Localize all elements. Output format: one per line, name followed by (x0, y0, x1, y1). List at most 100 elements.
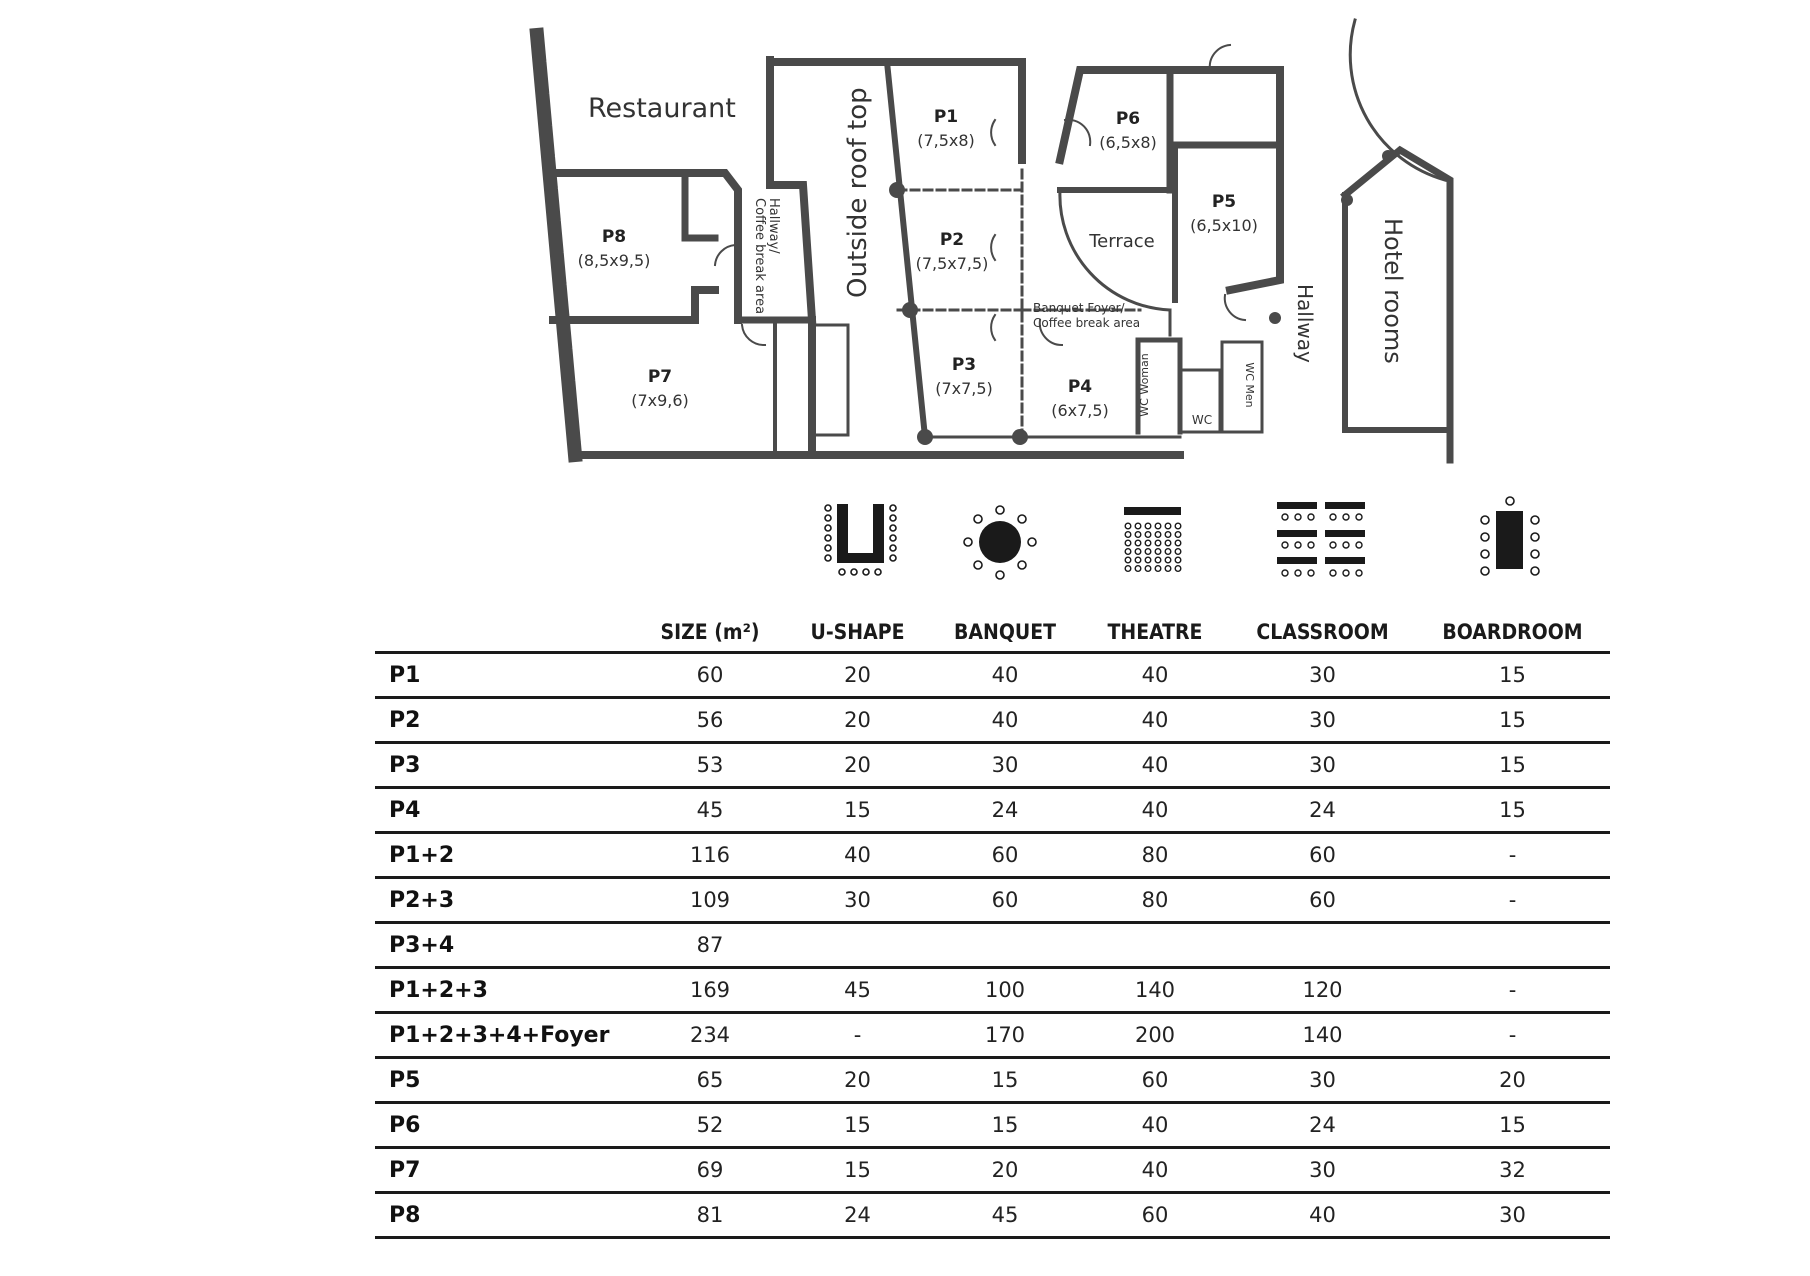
window-wall (529, 27, 583, 463)
header-boardroom: BOARDROOM (1415, 613, 1610, 654)
cell-classroom: 140 (1230, 1012, 1415, 1059)
row-room: P3 (375, 742, 635, 789)
row-room: P7 (375, 1147, 635, 1194)
cell-u-shape: - (785, 1012, 930, 1059)
room-p5-dims: (6,5x10) (1190, 216, 1258, 235)
table-row: P1 60 20 40 40 30 15 (375, 652, 1610, 699)
cell-boardroom: - (1415, 832, 1610, 879)
room-p4-name: P4 (1068, 377, 1092, 397)
cell-size: 45 (635, 787, 785, 834)
cell-size: 53 (635, 742, 785, 789)
room-p2-name: P2 (940, 230, 964, 250)
theatre-layout-icon (1124, 507, 1182, 573)
classroom-layout-icon (1277, 502, 1365, 577)
cell-boardroom: 30 (1415, 1192, 1610, 1239)
cell-classroom: 120 (1230, 967, 1415, 1014)
cell-boardroom: 15 (1415, 1102, 1610, 1149)
row-room: P2+3 (375, 877, 635, 924)
cell-boardroom (1415, 922, 1610, 969)
table-row: P3 53 20 30 40 30 15 (375, 742, 1610, 789)
foyer-label: Banquet Foyer/ Coffee break area (1033, 301, 1140, 330)
cell-classroom: 60 (1230, 832, 1415, 879)
row-room: P1+2+3 (375, 967, 635, 1014)
room-p6-dims: (6,5x8) (1099, 133, 1157, 152)
table-row: P6 52 15 15 40 24 15 (375, 1102, 1610, 1149)
room-p7-dims: (7x9,6) (631, 391, 689, 410)
header-room (375, 613, 635, 654)
cell-theatre: 40 (1080, 742, 1230, 789)
boardroom-layout-icon (1480, 496, 1540, 576)
cell-size: 65 (635, 1057, 785, 1104)
cell-u-shape: 30 (785, 877, 930, 924)
table-row: P2+3 109 30 60 80 60 - (375, 877, 1610, 924)
room-p6-name: P6 (1116, 109, 1140, 129)
room-p4-dims: (6x7,5) (1051, 401, 1109, 420)
table-row: P5 65 20 15 60 30 20 (375, 1057, 1610, 1104)
cell-u-shape: 40 (785, 832, 930, 879)
cell-size: 116 (635, 832, 785, 879)
cell-classroom: 30 (1230, 1147, 1415, 1194)
layout-icons-row (824, 496, 1540, 580)
cell-banquet: 24 (930, 787, 1080, 834)
cell-boardroom: 20 (1415, 1057, 1610, 1104)
cell-banquet: 60 (930, 877, 1080, 924)
cell-size: 87 (635, 922, 785, 969)
hallway-coffee-label: Hallway/ Coffee break area (752, 198, 781, 314)
header-size: SIZE (m²) (635, 613, 785, 654)
cell-theatre: 40 (1080, 787, 1230, 834)
cell-theatre: 80 (1080, 832, 1230, 879)
cell-classroom: 30 (1230, 697, 1415, 744)
row-room: P5 (375, 1057, 635, 1104)
room-p8-dims: (8,5x9,5) (578, 251, 651, 270)
cell-banquet: 20 (930, 1147, 1080, 1194)
cell-u-shape: 20 (785, 1057, 930, 1104)
cell-size: 52 (635, 1102, 785, 1149)
cell-banquet: 40 (930, 697, 1080, 744)
cell-theatre: 60 (1080, 1192, 1230, 1239)
cell-u-shape: 15 (785, 1102, 930, 1149)
cell-size: 56 (635, 697, 785, 744)
cell-u-shape: 20 (785, 652, 930, 699)
header-classroom: CLASSROOM (1230, 613, 1415, 654)
cell-banquet: 15 (930, 1102, 1080, 1149)
cell-banquet (930, 922, 1080, 969)
cell-theatre: 140 (1080, 967, 1230, 1014)
row-room: P3+4 (375, 922, 635, 969)
cell-banquet: 30 (930, 742, 1080, 789)
restaurant-label: Restaurant (588, 93, 736, 124)
table-row: P2 56 20 40 40 30 15 (375, 697, 1610, 744)
cell-boardroom: 15 (1415, 787, 1610, 834)
cell-boardroom: 15 (1415, 697, 1610, 744)
cell-theatre (1080, 922, 1230, 969)
outside-roof-label: Outside roof top (843, 87, 873, 298)
cell-banquet: 170 (930, 1012, 1080, 1059)
cell-boardroom: - (1415, 877, 1610, 924)
cell-u-shape: 24 (785, 1192, 930, 1239)
cell-banquet: 60 (930, 832, 1080, 879)
cell-classroom (1230, 922, 1415, 969)
cell-theatre: 80 (1080, 877, 1230, 924)
table-row: P1+2+3 169 45 100 140 120 - (375, 967, 1610, 1014)
cell-size: 109 (635, 877, 785, 924)
terrace-label: Terrace (1088, 231, 1155, 252)
cell-theatre: 40 (1080, 1147, 1230, 1194)
header-theatre: THEATRE (1080, 613, 1230, 654)
wc-men-label: WC Men (1243, 362, 1256, 407)
table-row: P8 81 24 45 60 40 30 (375, 1192, 1610, 1239)
cell-banquet: 45 (930, 1192, 1080, 1239)
row-room: P1+2 (375, 832, 635, 879)
cell-u-shape: 15 (785, 787, 930, 834)
room-p7-name: P7 (648, 367, 672, 387)
wc-woman-label: WC Woman (1138, 353, 1151, 416)
cell-banquet: 100 (930, 967, 1080, 1014)
row-room: P2 (375, 697, 635, 744)
u-shape-layout-icon (824, 504, 897, 576)
row-room: P1 (375, 652, 635, 699)
capacity-table: SIZE (m²) U-SHAPE BANQUET THEATRE CLASSR… (375, 613, 1610, 1239)
table-row: P7 69 15 20 40 30 32 (375, 1147, 1610, 1194)
room-p1-name: P1 (934, 107, 958, 127)
cell-boardroom: - (1415, 967, 1610, 1014)
room-p3-dims: (7x7,5) (935, 379, 993, 398)
room-p8-name: P8 (602, 227, 626, 247)
header-banquet: BANQUET (930, 613, 1080, 654)
